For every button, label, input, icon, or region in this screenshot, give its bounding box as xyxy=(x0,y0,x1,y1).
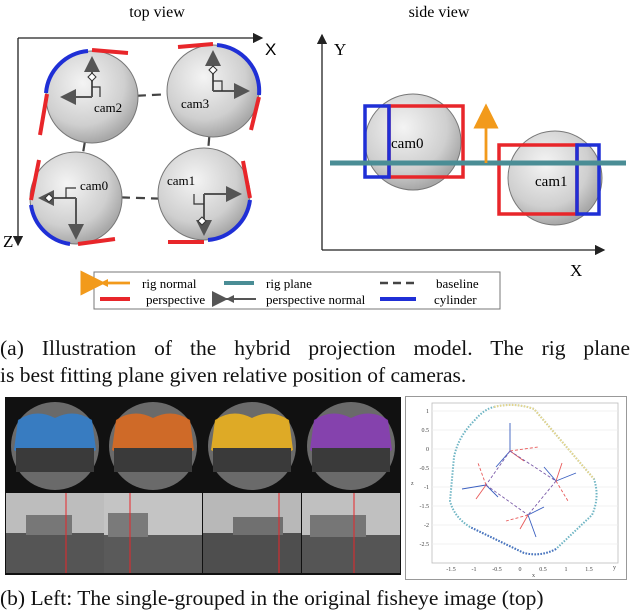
legend-baseline: baseline xyxy=(436,276,479,291)
x-tick-1: -1 xyxy=(472,567,477,573)
side-view-axes xyxy=(316,33,606,256)
x-tick-5: 1 xyxy=(565,567,568,573)
side-cam0: cam0 xyxy=(363,93,465,191)
projected-image-0 xyxy=(6,493,104,573)
cam2-label: cam2 xyxy=(94,100,122,115)
y-tick-4: -1 xyxy=(424,485,429,491)
projected-image-2 xyxy=(203,493,301,573)
cam3-sphere: cam3 xyxy=(166,42,262,138)
caption-a-line1: (a) Illustration of the hybrid projectio… xyxy=(0,336,630,360)
top-view-axis-x: X xyxy=(265,40,276,59)
x-tick-4: 0.5 xyxy=(539,567,547,573)
cam0-sphere: cam0 xyxy=(29,151,123,246)
x-tick-6: 1.5 xyxy=(585,567,593,573)
cam1-sphere: cam1 xyxy=(157,147,252,244)
projected-image-1 xyxy=(104,493,202,573)
cam0-label: cam0 xyxy=(80,178,108,193)
legend-perspective-normal: perspective normal xyxy=(266,292,366,307)
side-cam1: cam1 xyxy=(497,130,603,226)
y-tick-2: 0 xyxy=(426,447,429,453)
plot-xlabel: x xyxy=(532,573,535,579)
legend-rig-plane: rig plane xyxy=(266,276,312,291)
camera-rig-plot: 1 0.5 0 -0.5 -1 -1.5 -2 -2.5 -1.5 -1 -0.… xyxy=(405,396,627,580)
plot-ylabel: z xyxy=(411,481,414,487)
side-view-title: side view xyxy=(409,4,470,21)
side-cam1-label: cam1 xyxy=(535,174,567,190)
projected-image-3 xyxy=(302,493,400,573)
caption-b-partial: (b) Left: The single-grouped in the orig… xyxy=(0,586,544,610)
cam1-label: cam1 xyxy=(167,173,195,188)
y-tick-3: -0.5 xyxy=(420,466,430,472)
side-view-axis-x: X xyxy=(570,261,582,280)
y-tick-6: -2 xyxy=(424,523,429,529)
side-cam0-label: cam0 xyxy=(391,136,423,152)
plot-grid xyxy=(432,410,618,545)
fisheye-image-1 xyxy=(104,398,202,490)
legend: rig normal rig plane baseline perspectiv… xyxy=(80,270,501,310)
legend-rig-normal: rig normal xyxy=(142,276,197,291)
legend-cylinder: cylinder xyxy=(434,292,477,307)
fisheye-image-3 xyxy=(302,398,400,490)
plot-corner-label: y xyxy=(613,565,616,571)
top-view-axes xyxy=(12,32,264,247)
x-tick-3: 0 xyxy=(519,567,522,573)
side-view-axis-y: Y xyxy=(334,40,346,59)
fisheye-image-0 xyxy=(6,398,104,490)
fisheye-image-2 xyxy=(203,398,301,490)
x-tick-2: -0.5 xyxy=(492,567,502,573)
y-tick-0: 1 xyxy=(426,409,429,415)
top-view-title: top view xyxy=(129,4,185,21)
x-tick-0: -1.5 xyxy=(446,567,456,573)
cam2-sphere: cam2 xyxy=(38,48,139,144)
caption-a-line2: is best fitting plane given relative pos… xyxy=(0,363,467,387)
y-tick-5: -1.5 xyxy=(420,504,430,510)
legend-perspective: perspective xyxy=(146,292,205,307)
y-tick-1: 0.5 xyxy=(422,428,430,434)
y-tick-7: -2.5 xyxy=(420,542,430,548)
cam3-label: cam3 xyxy=(181,96,209,111)
camera-axes xyxy=(461,423,577,538)
top-view-axis-z: Z xyxy=(3,232,13,251)
hybrid-projection-diagram: top view side view X Z cam2 cam3 xyxy=(3,4,626,310)
